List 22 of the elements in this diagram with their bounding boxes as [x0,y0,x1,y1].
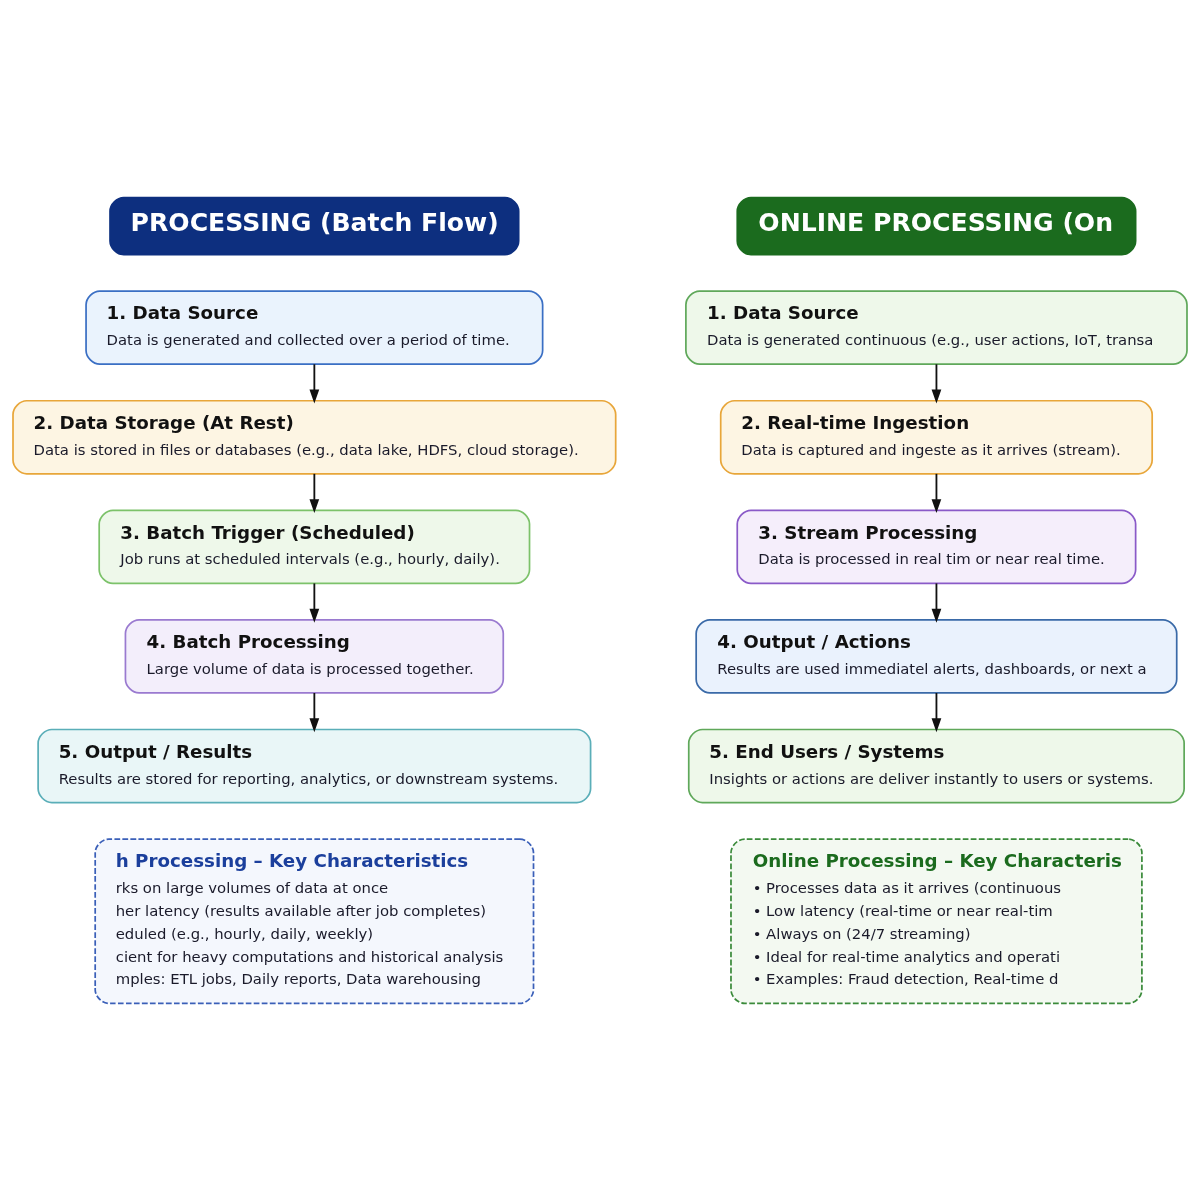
arrow [309,472,320,513]
node-box: PROCESSING (Batch Flow) [109,196,520,255]
node-box: 5. Output / Results Results are stored for reporting, analytics, or downstream systems. [37,728,592,803]
arrow [931,472,942,513]
node-box: 1. Data Source Data is generated continuous (e.g., user actions, IoT, transa [685,289,1188,365]
arrow [931,582,942,623]
node-box: h Processing – Key Characteristics rks on large volumes of data at once her latency (results available after job completes) eduled (e.g., hourly, daily, weekly) cient for heavy computations and historical analysis mples: ETL jobs, Daily reports, Data warehousing [94,837,535,1004]
node-box: Online Processing – Key Characteris • Processes data as it arrives (continuous • Low latency (real-time or near real-tim • Always on (24/7 streaming) • Ideal for real-time analytics and operati • Examples: Fraud detection, Real-time d [730,837,1143,1004]
node-box: ONLINE PROCESSING (On [736,196,1137,255]
node-box: 2. Data Storage (At Rest) Data is stored in files or databases (e.g., data lake, HDFS, cloud storage). [12,399,617,475]
arrow [309,582,320,623]
node-box: 3. Batch Trigger (Scheduled) Job runs at scheduled intervals (e.g., hourly, daily). [98,508,531,584]
arrow [309,362,320,403]
node-box: 3. Stream Processing Data is processed in real tim or near real time. [736,508,1137,584]
arrow [931,691,942,732]
node-box: 2. Real-time Ingestion Data is captured and ingeste as it arrives (stream). [719,399,1154,475]
arrow [931,362,942,403]
node-box: 4. Batch Processing Large volume of data is processed together. [124,618,505,694]
arrow [309,691,320,732]
node-box: 4. Output / Actions Results are used immediatel alerts, dashboards, or next a [695,618,1178,694]
node-box: 1. Data Source Data is generated and collected over a period of time. [85,289,544,365]
node-box: 5. End Users / Systems Insights or actions are deliver instantly to users or systems. [687,728,1185,803]
